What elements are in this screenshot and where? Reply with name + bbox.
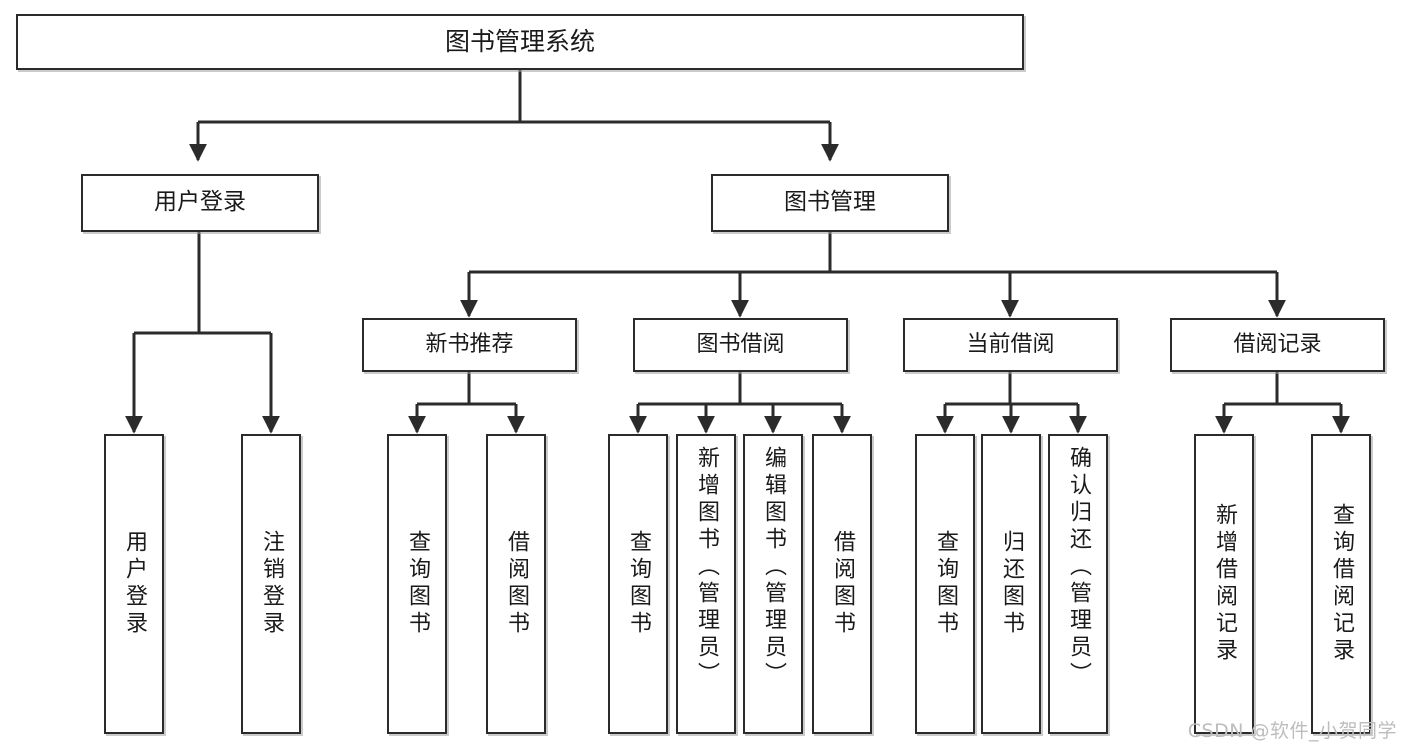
node-label: 编辑图书（管理员）: [761, 446, 786, 689]
leaf-logout[interactable]: 注销登录: [241, 434, 301, 734]
node-label: 借阅图书: [830, 530, 855, 638]
node-label: 查询图书: [626, 530, 651, 638]
node-root-book-management-system[interactable]: 图书管理系统: [16, 14, 1024, 70]
leaf-query-borrow-record[interactable]: 查询借阅记录: [1311, 434, 1371, 734]
node-label: 新增图书（管理员）: [694, 446, 719, 689]
leaf-query-book-borrow[interactable]: 查询图书: [608, 434, 668, 734]
node-label: 查询图书: [933, 530, 958, 638]
node-label: 查询借阅记录: [1329, 503, 1354, 665]
node-label: 图书管理: [784, 189, 876, 216]
node-label: 当前借阅: [966, 332, 1055, 358]
node-new-book-recommend[interactable]: 新书推荐: [362, 318, 577, 372]
leaf-query-book-current[interactable]: 查询图书: [915, 434, 975, 734]
node-label: 用户登录: [154, 189, 246, 216]
leaf-edit-book-admin[interactable]: 编辑图书（管理员）: [743, 434, 803, 734]
leaf-return-book[interactable]: 归还图书: [981, 434, 1041, 734]
node-user-login[interactable]: 用户登录: [81, 174, 319, 232]
leaf-user-login[interactable]: 用户登录: [104, 434, 164, 734]
leaf-borrow-book[interactable]: 借阅图书: [812, 434, 872, 734]
node-label: 查询图书: [405, 530, 430, 638]
node-label: 注销登录: [259, 530, 284, 638]
node-label: 借阅记录: [1233, 332, 1322, 358]
node-label: 图书管理系统: [444, 27, 595, 57]
node-current-borrow[interactable]: 当前借阅: [903, 318, 1118, 372]
leaf-add-borrow-record[interactable]: 新增借阅记录: [1194, 434, 1254, 734]
node-label: 图书借阅: [696, 332, 785, 358]
leaf-query-book-recommend[interactable]: 查询图书: [387, 434, 447, 734]
leaf-borrow-book-recommend[interactable]: 借阅图书: [486, 434, 546, 734]
leaf-confirm-return-admin[interactable]: 确认归还（管理员）: [1048, 434, 1108, 734]
node-label: 新增借阅记录: [1212, 503, 1237, 665]
node-book-borrow[interactable]: 图书借阅: [633, 318, 848, 372]
node-label: 用户登录: [122, 530, 147, 638]
node-label: 归还图书: [999, 530, 1024, 638]
node-label: 确认归还（管理员）: [1066, 446, 1091, 689]
csdn-watermark: CSDN @软件_小贺同学: [1187, 720, 1397, 742]
node-borrow-record[interactable]: 借阅记录: [1170, 318, 1385, 372]
node-book-management[interactable]: 图书管理: [711, 174, 949, 232]
leaf-add-book-admin[interactable]: 新增图书（管理员）: [676, 434, 736, 734]
node-label: 新书推荐: [425, 332, 514, 358]
node-label: 借阅图书: [504, 530, 529, 638]
